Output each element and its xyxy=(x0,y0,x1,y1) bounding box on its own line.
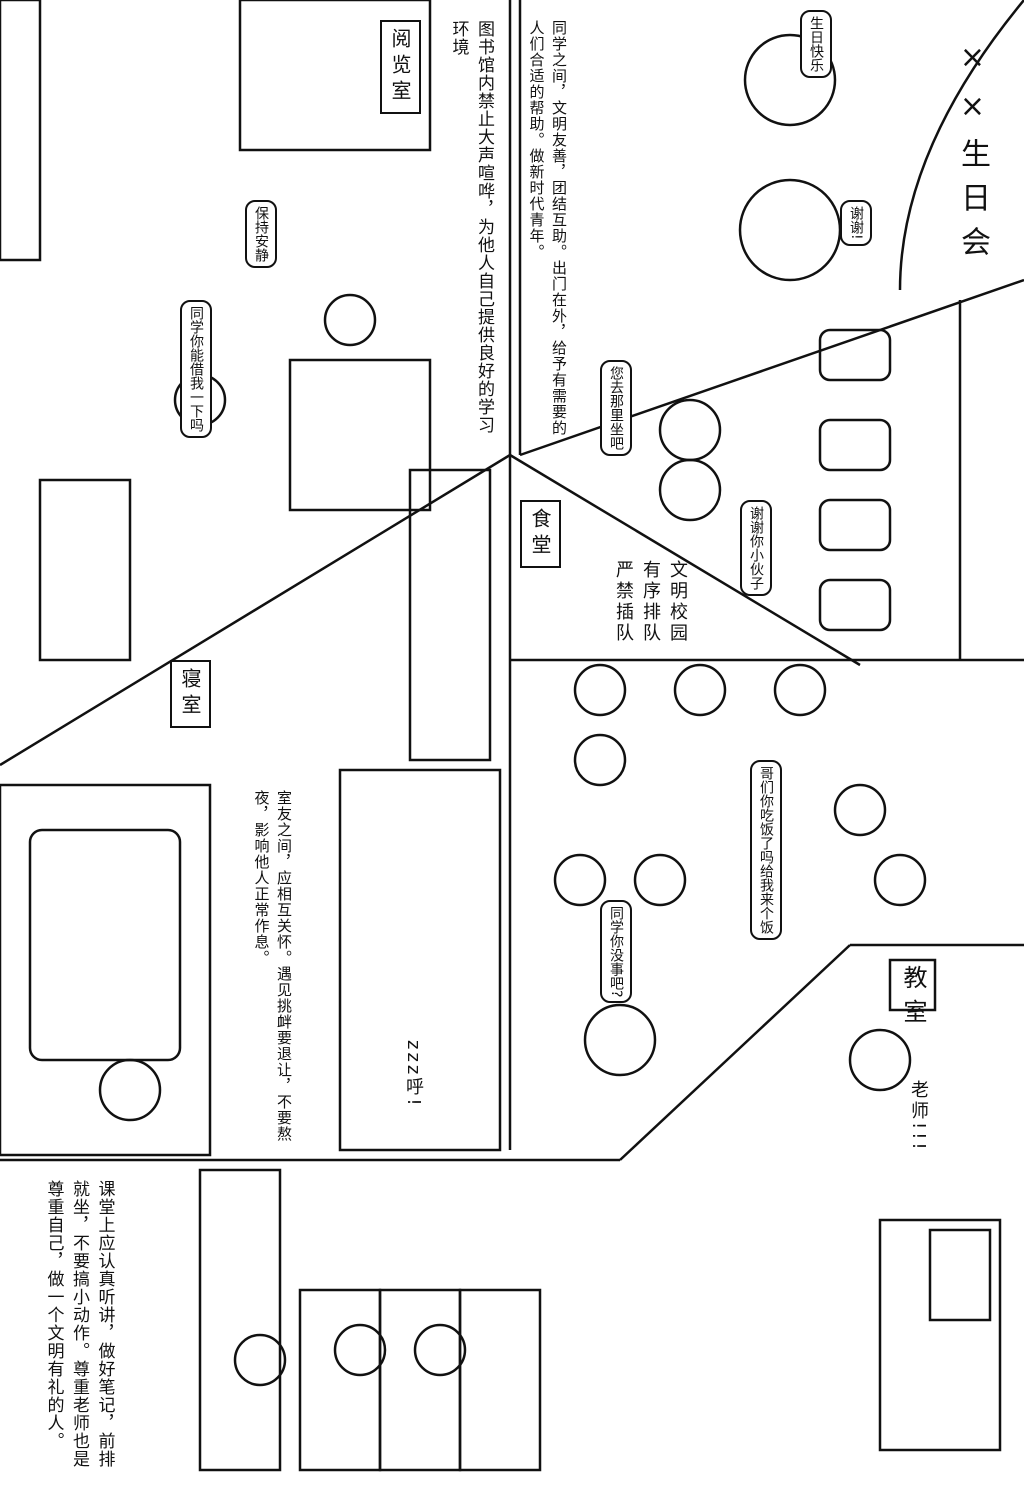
classroom-desks xyxy=(198,1168,1002,1472)
canteen-slogan: 文明校园 有序排队 严禁插队 xyxy=(613,560,688,644)
bookshelves xyxy=(0,0,492,762)
speech-bubble: 谢谢! xyxy=(840,200,872,246)
canteen-sign: 食堂 xyxy=(520,500,561,568)
speech-bubble: 您去那里坐吧 xyxy=(600,360,632,456)
dorm-bed xyxy=(0,768,502,1157)
people xyxy=(98,33,927,1387)
classroom-caption: 课堂上应认真听讲，做好笔记，前排就坐，不要搞小动作。尊重老师也是尊重自己，做一个… xyxy=(43,1180,115,1468)
divider-line xyxy=(619,944,851,1161)
party-title: ××生日会 xyxy=(955,40,990,270)
snore-text: zzz呼! xyxy=(403,1040,424,1109)
classroom-sign-frame xyxy=(888,958,937,1012)
party-arch xyxy=(898,0,1024,291)
speech-bubble: 同学你能借我一下吗 xyxy=(180,300,212,438)
speech-bubble: 生日快乐 xyxy=(800,10,832,78)
speech-bubble: 同学你没事吧? xyxy=(600,900,632,1004)
teacher-shout: 老师!!! xyxy=(908,1080,929,1153)
speech-bubble: 保持安静 xyxy=(245,200,277,268)
divider-line xyxy=(0,453,511,767)
outside-caption: 同学之间，文明友善，团结互助。出门在外，给予有需要的人们合适的帮助。做新时代青年… xyxy=(527,20,569,436)
bus-seats xyxy=(818,328,892,632)
divider-line xyxy=(509,453,861,667)
dorm-caption: 室友之间，应相互关怀。遇见挑衅要退让，不要熬夜，影响他人正常作息。 xyxy=(252,790,294,1142)
classroom-sign: 教室 xyxy=(899,965,927,1033)
speech-bubble: 哥们你吃饭了吗给我来个饭 xyxy=(750,760,782,940)
library-caption: 图书馆内禁止大声喧哗，为他人自己提供良好的学习环境 xyxy=(448,20,495,434)
blackboard xyxy=(878,1218,1002,1452)
speech-bubble: 谢谢你小伙子 xyxy=(740,500,772,596)
divider-line xyxy=(519,278,1024,457)
library-sign: 阅览室 xyxy=(380,20,421,114)
dorm-sign: 寝室 xyxy=(170,660,211,728)
